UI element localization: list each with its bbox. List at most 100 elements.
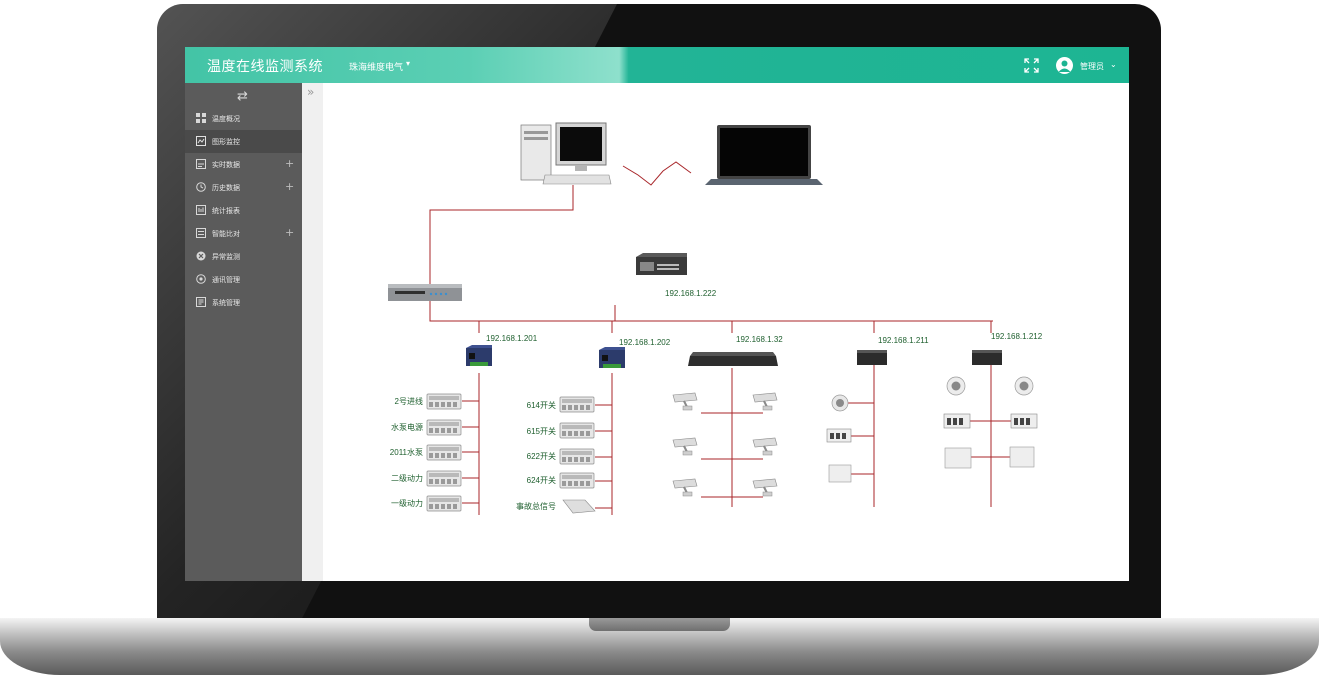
device-label: 622开关 — [527, 451, 556, 461]
node-ip-label: 192.168.1.211 — [878, 336, 929, 345]
sidebar-collapse-strip: » — [302, 83, 323, 581]
node2-device-list: 614开关 615开关 622开关 624开关 事故总信号 — [516, 396, 596, 514]
mini-switch-icon[interactable] — [857, 350, 887, 365]
enclosure-box-icon[interactable] — [1009, 446, 1035, 468]
sensor-module-icon[interactable] — [559, 448, 595, 465]
expand-plus-icon[interactable]: + — [285, 157, 295, 170]
device-label: 614开关 — [527, 400, 556, 410]
sensor-module-icon[interactable] — [559, 472, 595, 489]
compare-icon — [196, 228, 206, 238]
sensor-module-icon[interactable] — [426, 495, 462, 512]
round-sensor-icon[interactable] — [946, 376, 966, 396]
device-label: 624开关 — [527, 475, 556, 485]
app-screen: 温度在线监测系统 珠海维度电气 ▾ 管理员 ⌄ ⇄ 温度概况 图形监控 — [185, 47, 1129, 581]
device-label: 615开关 — [527, 426, 556, 436]
camera-icon[interactable] — [672, 392, 698, 411]
top-bar: 温度在线监测系统 珠海维度电气 ▾ 管理员 ⌄ — [185, 47, 1129, 83]
node-ip-label: 192.168.1.202 — [619, 338, 671, 347]
round-sensor-icon[interactable] — [831, 394, 849, 412]
round-sensor-icon[interactable] — [1014, 376, 1034, 396]
wireless-link — [622, 161, 692, 186]
user-name[interactable]: 管理员 — [1080, 62, 1104, 71]
sidebar-item-label: 历史数据 — [212, 184, 240, 192]
mini-switch-icon[interactable] — [972, 350, 1002, 365]
sidebar-item-label: 系统管理 — [212, 299, 240, 307]
camera-icon[interactable] — [672, 478, 698, 497]
gateway-device-icon[interactable] — [466, 345, 492, 366]
sensor-module-icon[interactable] — [559, 396, 595, 413]
laptop-icon[interactable] — [705, 125, 823, 185]
sensor-module-icon[interactable] — [426, 419, 462, 436]
node-ip-label: 192.168.1.212 — [991, 332, 1043, 341]
device-label: 一级动力 — [391, 498, 423, 508]
sidebar-item-history[interactable]: 历史数据 + — [185, 176, 302, 199]
switch-ip-label: 192.168.1.222 — [665, 289, 717, 298]
double-chevron-right-icon[interactable]: » — [307, 85, 315, 99]
network-topology-diagram: 192.168.1.222 192.168.1.201 192.168.1.20… — [388, 122, 1043, 515]
gateway-device-icon[interactable] — [599, 347, 625, 368]
alert-icon — [196, 251, 206, 261]
sidebar-item-compare[interactable]: 智能比对 + — [185, 222, 302, 245]
terminal-block-icon[interactable] — [1010, 413, 1038, 429]
enclosure-box-icon[interactable] — [944, 447, 972, 469]
chevron-down-icon[interactable]: ▾ — [406, 59, 411, 68]
sidebar: ⇄ 温度概况 图形监控 实时数据 + 历史数据 + 统计报表 智能比对 + — [185, 83, 302, 581]
node5-device-list — [943, 376, 1038, 469]
device-label: 2011水泵 — [390, 447, 423, 457]
realtime-icon — [196, 159, 206, 169]
device-label: 水泵电源 — [391, 422, 423, 432]
laptop-notch — [589, 618, 730, 631]
report-icon — [196, 205, 206, 215]
device-label: 事故总信号 — [516, 501, 556, 511]
sensor-module-icon[interactable] — [426, 444, 462, 461]
expand-plus-icon[interactable]: + — [285, 226, 295, 239]
node1-device-list: 2号进线 水泵电源 2011水泵 二级动力 一级动力 — [390, 393, 462, 512]
terminal-block-icon[interactable] — [943, 413, 971, 429]
sidebar-item-label: 通讯管理 — [212, 276, 240, 284]
sidebar-item-label: 异常监测 — [212, 253, 240, 261]
node4-device-list — [826, 394, 852, 483]
sidebar-item-anomaly[interactable]: 异常监测 — [185, 245, 302, 268]
sidebar-item-report[interactable]: 统计报表 — [185, 199, 302, 222]
sidebar-item-system[interactable]: 系统管理 — [185, 291, 302, 314]
expand-plus-icon[interactable]: + — [285, 180, 295, 193]
router-icon[interactable] — [388, 284, 462, 301]
fullscreen-icon[interactable] — [1023, 57, 1040, 74]
sidebar-item-realtime[interactable]: 实时数据 + — [185, 153, 302, 176]
wiring — [429, 185, 1018, 515]
swap-arrows-icon[interactable]: ⇄ — [237, 89, 248, 104]
camera-icon[interactable] — [752, 437, 778, 456]
node-ip-label: 192.168.1.201 — [486, 334, 538, 343]
device-label: 二级动力 — [391, 473, 423, 483]
signal-device-icon[interactable] — [562, 499, 596, 514]
node-ip-label: 192.168.1.32 — [736, 335, 783, 344]
sidebar-item-graphic-monitor[interactable]: 图形监控 — [185, 130, 302, 153]
workstation-computer-icon[interactable] — [520, 122, 612, 185]
sensor-module-icon[interactable] — [559, 422, 595, 439]
sidebar-item-label: 温度概况 — [212, 115, 240, 123]
camera-icon[interactable] — [672, 437, 698, 456]
user-avatar-icon[interactable] — [1056, 57, 1073, 74]
device-label: 2号进线 — [395, 396, 423, 406]
camera-icon[interactable] — [752, 392, 778, 411]
camera-icon[interactable] — [752, 478, 778, 497]
sensor-module-icon[interactable] — [426, 470, 462, 487]
grid-icon — [196, 113, 206, 123]
sidebar-item-label: 实时数据 — [212, 161, 240, 169]
settings-icon — [196, 297, 206, 307]
enclosure-box-icon[interactable] — [828, 464, 852, 483]
monitor-icon — [196, 136, 206, 146]
rack-server-icon[interactable] — [688, 352, 778, 366]
user-menu-chevron-icon[interactable]: ⌄ — [1110, 60, 1117, 69]
sidebar-item-comm[interactable]: 通讯管理 — [185, 268, 302, 291]
network-switch-icon[interactable] — [636, 253, 687, 275]
sidebar-item-label: 智能比对 — [212, 230, 240, 238]
comm-icon — [196, 274, 206, 284]
company-selector[interactable]: 珠海维度电气 — [349, 63, 404, 73]
terminal-block-icon[interactable] — [826, 428, 852, 443]
sidebar-item-overview[interactable]: 温度概况 — [185, 107, 302, 130]
sensor-module-icon[interactable] — [426, 393, 462, 410]
sidebar-item-label: 图形监控 — [212, 138, 240, 146]
camera-group — [672, 392, 778, 497]
history-icon — [196, 182, 206, 192]
